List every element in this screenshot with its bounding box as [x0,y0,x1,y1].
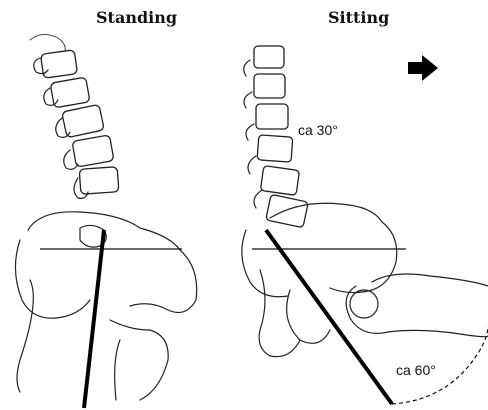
sitting-vertebra [257,135,293,162]
sitting-vertebra [254,74,285,98]
sitting-vertebra [260,166,299,196]
sitting-ischial-tuberosity [287,290,330,343]
standing-heading: Standing [96,8,177,27]
arrow-right-icon [408,55,438,81]
sitting-spinous-process [244,60,250,76]
sitting-spinous-process [248,156,256,174]
sitting-vertebra [256,104,288,129]
standing-vertebra [62,104,105,137]
standing-iliac-outline [15,240,90,318]
standing-vertebra [79,167,119,195]
pelvic-angle-label: ca 60° [396,362,436,378]
standing-femur-head-outline [110,320,168,400]
standing-vertebra [40,50,77,78]
standing-figure [15,34,196,408]
sitting-vertebra [266,194,309,227]
sitting-spinous-process [244,92,252,108]
standing-ischium-outline [17,280,33,392]
standing-pelvis-outline [28,212,197,313]
sitting-femur-upper-outline [372,274,488,286]
standing-femur-shaft-outline [115,340,120,400]
sitting-iliac-outline [242,230,288,297]
sitting-spinous-process [254,190,262,208]
standing-vertebrae [40,50,118,195]
sitting-ischium-outline [259,270,300,357]
sitting-spinous-process [246,124,254,140]
lumbar-angle-label: ca 30° [298,122,338,138]
sitting-femur-lower-outline [346,286,488,337]
sitting-pelvic-axis-line [266,230,392,404]
standing-pelvic-axis-line [84,230,104,408]
sitting-heading: Sitting [328,8,389,27]
standing-vertebra [72,135,114,167]
sitting-femoral-head [350,290,378,318]
sitting-figure [242,46,488,404]
sitting-vertebra [254,46,284,68]
